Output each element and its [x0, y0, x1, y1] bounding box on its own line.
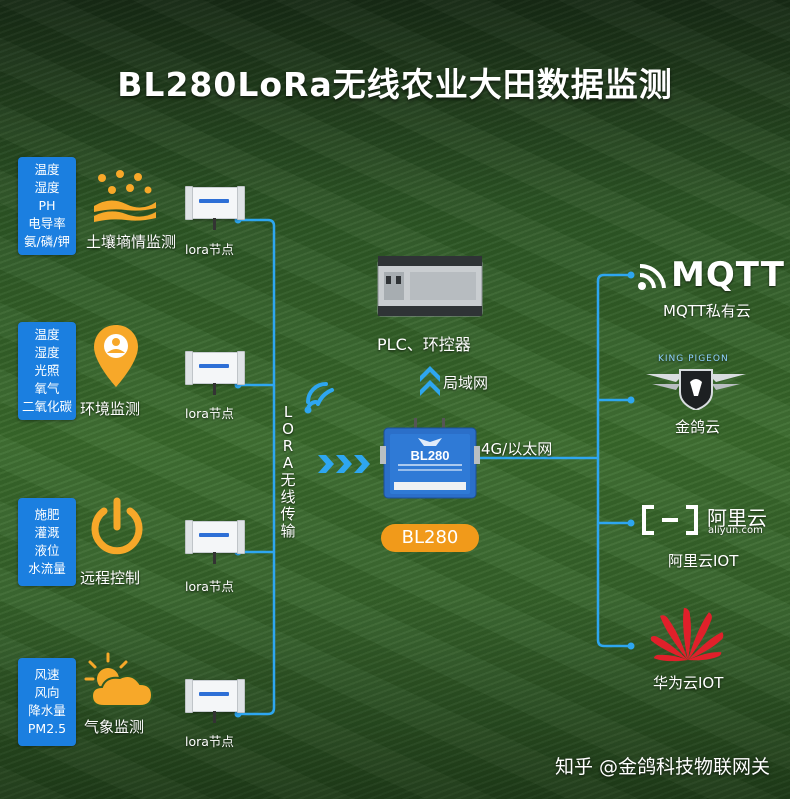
- param-label: 液位: [34, 543, 60, 558]
- king-pigeon-logo-text: KING PIGEON: [658, 354, 729, 364]
- weather-monitor-label: 气象监测: [84, 718, 145, 736]
- aliyun-logo-subtext: aliyun.com: [708, 525, 763, 536]
- gateway-device-text: BL280: [410, 448, 449, 463]
- control-params-box: 施肥 灌溉 液位 水流量: [18, 498, 76, 586]
- wireless-signal-icon: [304, 382, 334, 414]
- param-label: 灌溉: [34, 525, 60, 540]
- aliyun-logo-icon: [642, 505, 698, 535]
- soil-sensor-icon: [94, 170, 156, 222]
- param-label: 风速: [34, 667, 60, 682]
- mqtt-logo-text: MQTT: [671, 255, 785, 295]
- param-label: PH: [38, 198, 56, 213]
- king-pigeon-logo-icon: [646, 369, 746, 410]
- lora-label-char: O: [282, 420, 294, 438]
- mqtt-logo-icon: [638, 263, 666, 290]
- huawei-logo-icon: [651, 608, 724, 662]
- param-label: PM2.5: [27, 721, 67, 736]
- param-label: 氧气: [34, 381, 60, 396]
- param-label: 湿度: [34, 345, 60, 360]
- weather-params-box: 风速 风向 降水量 PM2.5: [18, 658, 76, 746]
- lora-node-sensor: [185, 351, 245, 395]
- lora-node-sensor: [185, 520, 245, 564]
- mqtt-cloud-label: MQTT私有云: [663, 302, 751, 320]
- lora-label-char: 传: [280, 505, 296, 523]
- soil-params-box: 温度 湿度 PH 电导率 氨/磷/钾: [18, 157, 76, 255]
- plc-label: PLC、环控器: [377, 335, 471, 354]
- king-pigeon-cloud-label: 金鸽云: [675, 418, 721, 436]
- soil-monitor-label: 土壤墒情监测: [86, 233, 177, 251]
- watermark: 知乎 @金鸽科技物联网关: [554, 756, 770, 778]
- param-label: 施肥: [34, 507, 60, 522]
- gateway-label: BL280: [381, 524, 479, 552]
- env-params-box: 温度 湿度 光照 氧气 二氧化碳: [18, 322, 76, 420]
- lora-label-char: L: [283, 403, 293, 421]
- lora-node-label: lora节点: [185, 734, 234, 749]
- lora-label-char: 无: [280, 471, 296, 489]
- param-label: 电导率: [28, 216, 66, 231]
- weather-cloud-sun-icon: [84, 652, 154, 707]
- lora-node-sensor: [185, 186, 245, 230]
- chevron-right-arrows-icon: [318, 455, 370, 473]
- lora-node-label: lora节点: [185, 242, 234, 257]
- lora-label-char: A: [282, 454, 294, 472]
- aliyun-logo-text: 阿里云: [707, 506, 767, 530]
- param-label: 水流量: [28, 561, 66, 576]
- lora-node-sensor: [185, 679, 245, 723]
- param-label: 风向: [34, 685, 60, 700]
- lora-node-label: lora节点: [185, 579, 234, 594]
- huawei-cloud-label: 华为云IOT: [653, 674, 724, 692]
- plc-device-icon: [377, 256, 483, 317]
- env-monitor-label: 环境监测: [80, 400, 141, 418]
- uplink-label: 4G/以太网: [481, 440, 553, 458]
- page-title: BL280LoRa无线农业大田数据监测: [117, 65, 673, 104]
- lora-node-label: lora节点: [185, 406, 234, 421]
- location-pin-icon: [94, 325, 138, 387]
- param-label: 温度: [34, 327, 60, 342]
- lora-label-char: 线: [280, 488, 296, 506]
- param-label: 氨/磷/钾: [24, 234, 70, 249]
- aliyun-cloud-label: 阿里云IOT: [668, 552, 739, 570]
- chevron-up-arrows-icon: [420, 366, 440, 396]
- param-label: 光照: [34, 363, 60, 378]
- power-icon: [91, 497, 143, 555]
- param-label: 二氧化碳: [21, 399, 72, 414]
- lora-label-char: 输: [280, 522, 296, 540]
- param-label: 降水量: [28, 703, 66, 718]
- lora-label-char: R: [282, 437, 294, 455]
- lan-label: 局域网: [443, 374, 489, 392]
- param-label: 湿度: [34, 180, 60, 195]
- gateway-device-icon: BL280: [380, 418, 480, 499]
- remote-control-label: 远程控制: [80, 569, 141, 587]
- param-label: 温度: [34, 162, 60, 177]
